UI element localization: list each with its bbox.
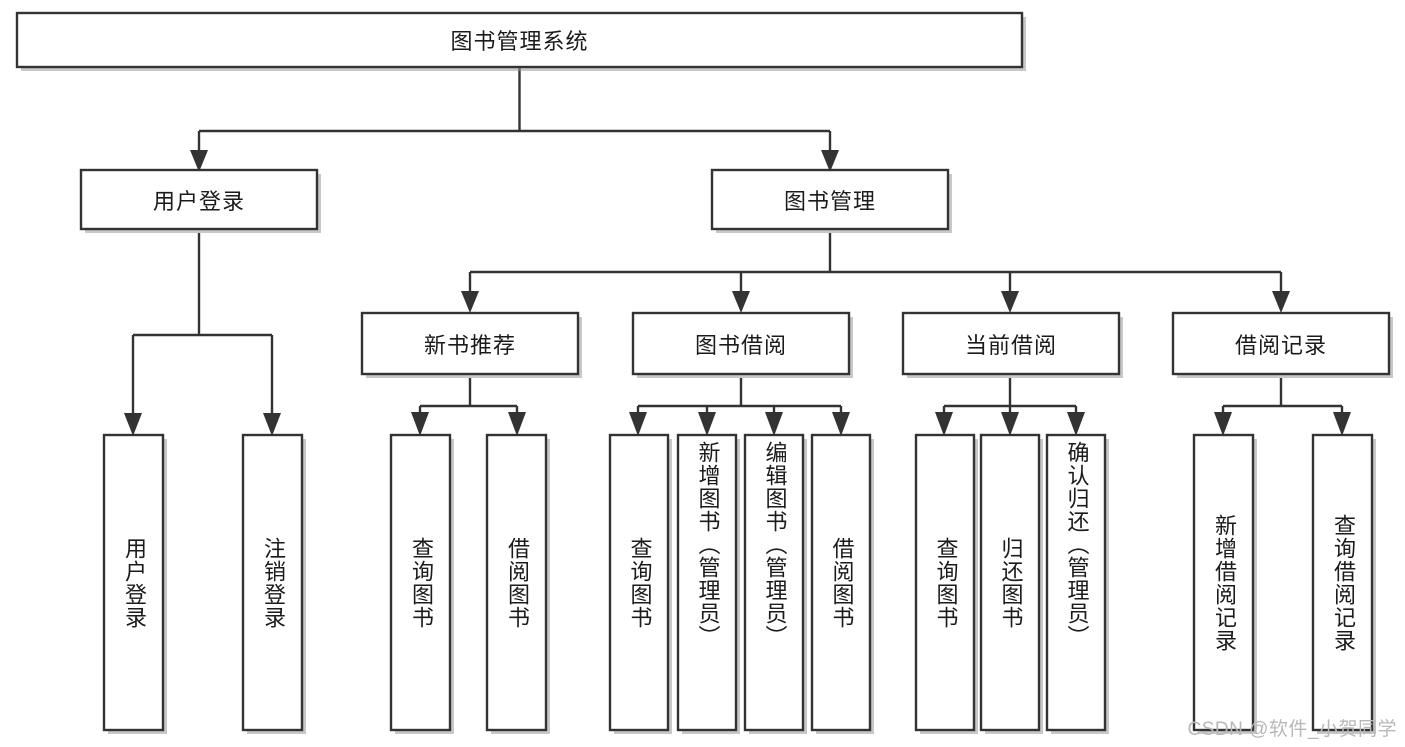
node-box-leaf-add-book[interactable] — [676, 433, 738, 732]
arrowhead-leaf-query-book-current — [935, 412, 953, 436]
arrowhead-new-book-rec — [461, 291, 479, 313]
node-box-leaf-query-book-current[interactable] — [914, 433, 976, 732]
arrowhead-borrow-record — [1272, 291, 1290, 313]
node-box-borrow-record[interactable] — [1171, 311, 1391, 376]
node-box-leaf-query-book-borrow[interactable] — [608, 433, 670, 732]
arrowhead-leaf-query-book-borrow — [629, 412, 647, 436]
node-box-current-borrow[interactable] — [901, 311, 1121, 376]
arrowhead-user-login — [190, 150, 208, 172]
node-box-layer — [15, 11, 1393, 734]
arrowhead-current-borrow — [1001, 291, 1019, 313]
arrowhead-leaf-confirm-return — [1067, 412, 1085, 436]
node-box-leaf-add-record[interactable] — [1192, 433, 1255, 732]
arrowhead-leaf-borrow-book — [832, 412, 850, 436]
arrowhead-book-borrow — [732, 291, 750, 313]
arrowhead-leaf-add-book — [698, 412, 716, 436]
arrowhead-leaf-query-record — [1333, 412, 1351, 436]
connector-layer — [124, 67, 1351, 436]
node-box-book-borrow[interactable] — [631, 311, 851, 376]
node-box-leaf-return-book[interactable] — [979, 433, 1041, 732]
node-box-root[interactable] — [15, 11, 1024, 69]
node-box-book-manage[interactable] — [710, 168, 950, 231]
arrowhead-leaf-add-record — [1214, 412, 1232, 436]
node-box-user-login[interactable] — [79, 168, 319, 231]
node-box-leaf-edit-book[interactable] — [743, 433, 805, 732]
arrowhead-book-manage — [821, 150, 839, 172]
node-box-leaf-borrow-book[interactable] — [810, 433, 872, 732]
arrowhead-leaf-user-login — [124, 413, 142, 436]
node-box-leaf-confirm-return[interactable] — [1045, 433, 1107, 732]
node-box-leaf-user-login[interactable] — [102, 433, 165, 732]
node-box-leaf-borrow-book-rec[interactable] — [485, 433, 548, 732]
arrowhead-leaf-edit-book — [765, 412, 783, 436]
arrowhead-leaf-logout — [263, 413, 281, 436]
arrowhead-leaf-borrow-book-rec — [508, 412, 526, 436]
arrowhead-leaf-return-book — [1001, 412, 1019, 436]
node-box-leaf-logout[interactable] — [241, 433, 304, 732]
node-box-new-book-rec[interactable] — [360, 311, 580, 376]
node-box-leaf-query-record[interactable] — [1311, 433, 1374, 732]
node-box-leaf-query-book-rec[interactable] — [389, 433, 452, 732]
arrowhead-leaf-query-book-rec — [411, 412, 429, 436]
